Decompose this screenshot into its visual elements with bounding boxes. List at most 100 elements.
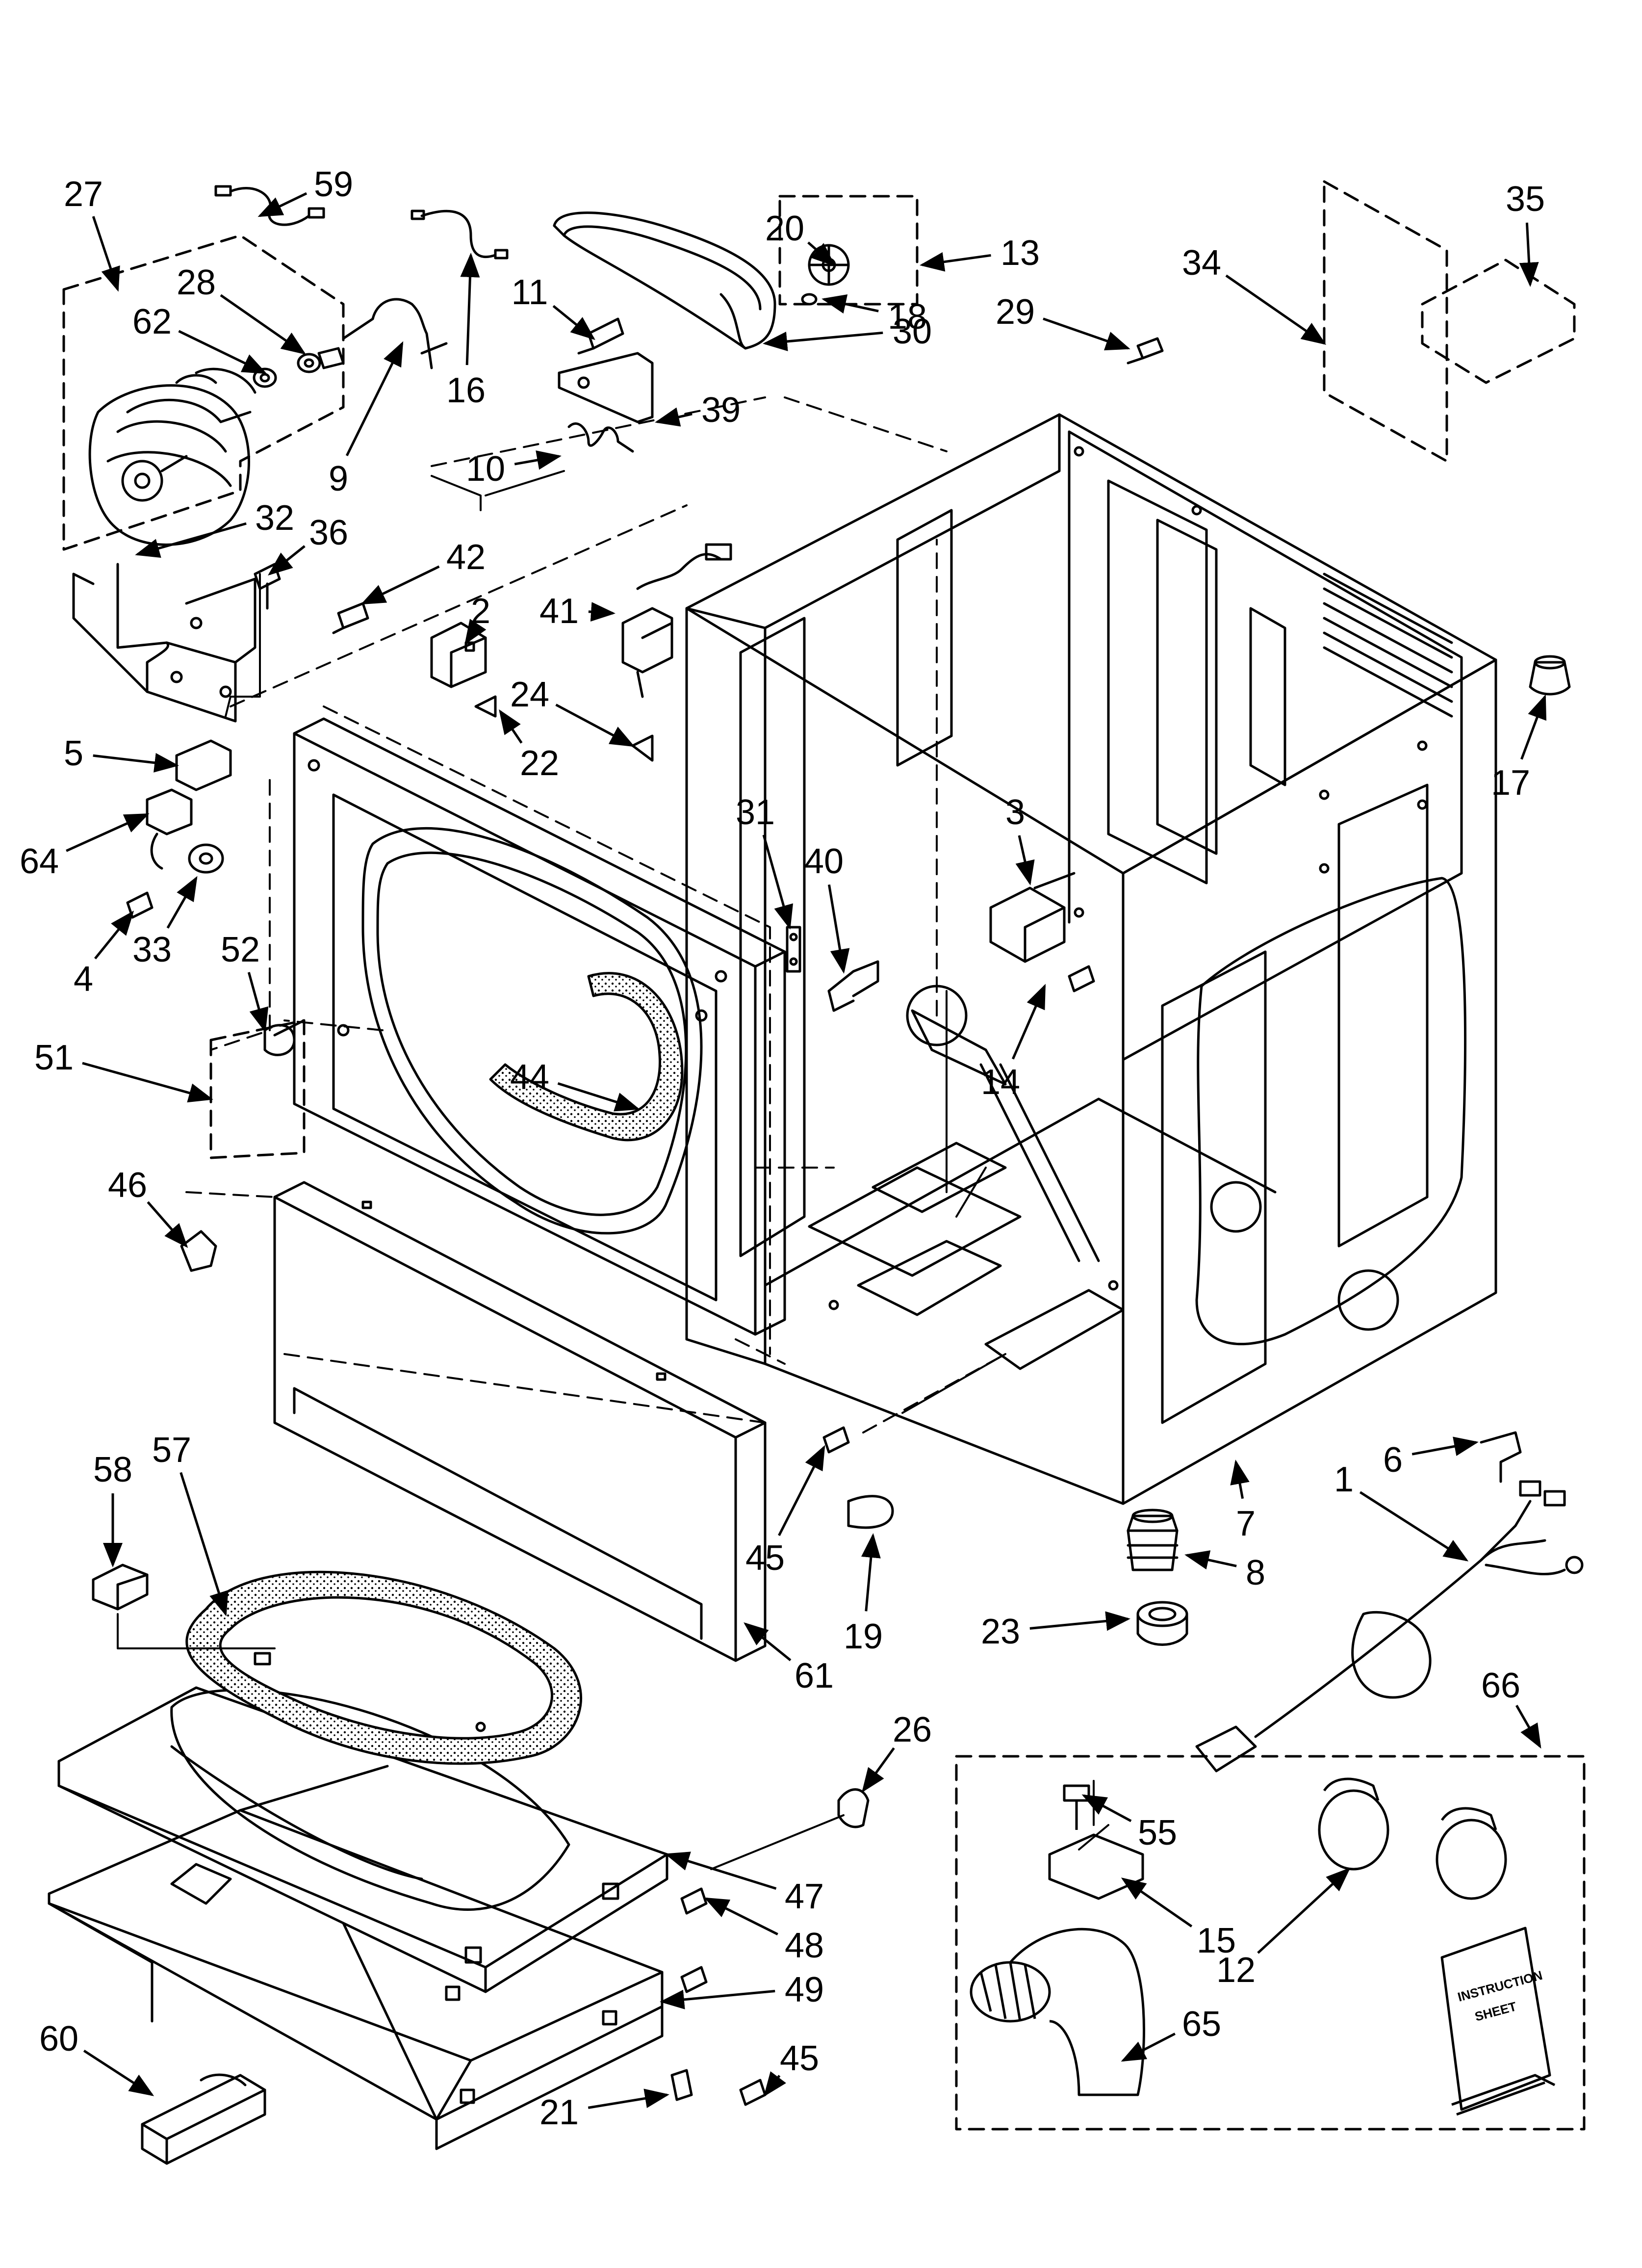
callout-number: 19 <box>844 1617 883 1656</box>
callout-number: 49 <box>785 1970 824 2009</box>
door-switch-part <box>991 873 1074 962</box>
callout-number: 15 <box>1197 1921 1236 1960</box>
callout-number: 22 <box>520 744 559 783</box>
power-cord-part <box>1197 1482 1582 1771</box>
cap-part <box>1530 656 1569 694</box>
vent-elbow-part <box>971 1929 1144 2095</box>
foot-cup-part <box>1138 1602 1187 1645</box>
callout-number: 62 <box>132 302 172 341</box>
callout-number: 57 <box>152 1431 191 1470</box>
callout-arrow <box>827 884 850 974</box>
callout-arrow <box>1520 694 1547 760</box>
callout-arrow <box>1121 2033 1176 2062</box>
callout-number: 17 <box>1491 763 1530 803</box>
instruction-sheet-label: SHEET <box>1473 1999 1518 2024</box>
callout-number: 32 <box>255 498 294 538</box>
callout-arrow <box>920 252 991 272</box>
callout-arrow <box>1515 1704 1541 1749</box>
base-part <box>59 1688 667 1992</box>
callout-arrow <box>92 216 120 292</box>
callout-arrow <box>257 192 308 217</box>
callout-number: 33 <box>132 930 172 969</box>
callout-number: 64 <box>20 842 59 881</box>
screw-part <box>128 339 1162 2105</box>
callout-number: 2 <box>471 592 490 631</box>
callout-number: 23 <box>981 1612 1020 1651</box>
callout-number: 1 <box>1334 1460 1354 1499</box>
callout-arrow <box>360 565 440 605</box>
spring-part <box>569 423 633 451</box>
callout-arrow <box>1043 317 1130 351</box>
callout-number: 18 <box>888 297 927 337</box>
instruction-sheet-label: INSTRUCTION <box>1456 1968 1544 2005</box>
callout-number: 35 <box>1506 180 1545 219</box>
callout-number: 7 <box>1236 1504 1256 1543</box>
strip-part <box>787 927 800 971</box>
callout-number: 5 <box>64 734 83 773</box>
callout-arrow <box>178 330 267 374</box>
callout-number: 42 <box>446 538 486 577</box>
base-frame-part <box>49 1766 662 2149</box>
callout-number: 45 <box>780 2039 819 2078</box>
callout-number: 59 <box>314 165 353 204</box>
knob-set-box <box>1422 260 1574 383</box>
callout-arrow <box>268 545 306 576</box>
callout-number: 45 <box>745 1538 785 1578</box>
callout-arrow <box>1015 835 1035 886</box>
callout-arrow <box>464 619 487 645</box>
callout-arrow <box>1257 1867 1351 1954</box>
seal-ring-part <box>187 1572 581 1764</box>
callout-number: 9 <box>329 459 348 498</box>
leveling-leg-part <box>142 2075 265 2164</box>
callout-arrow <box>665 1851 777 1890</box>
callout-arrow <box>660 1989 775 2009</box>
callout-arrow <box>94 911 134 960</box>
wire-harness-part <box>216 186 324 225</box>
callout-arrow <box>588 602 616 622</box>
instruction-sheet-part <box>1442 1928 1555 2114</box>
callout-arrow <box>93 753 179 773</box>
callout-number: 3 <box>1005 793 1025 832</box>
callout-number: 66 <box>1481 1666 1520 1705</box>
callout-arrow <box>821 294 879 314</box>
wire-clip-part <box>829 962 878 1011</box>
callout-arrow <box>1359 1491 1469 1562</box>
callout-number: 34 <box>1182 243 1221 283</box>
callout-number: 46 <box>108 1166 147 1205</box>
hinge-clip-part <box>839 1790 868 1827</box>
callout-arrow <box>778 1445 825 1537</box>
callout-arrow <box>764 2071 786 2097</box>
bracket-part <box>432 623 486 687</box>
callout-number: 44 <box>510 1058 549 1097</box>
callout-number: 51 <box>34 1038 74 1077</box>
callout-number: 24 <box>510 675 549 714</box>
callout-arrow <box>744 1622 792 1662</box>
callout-arrow <box>66 813 150 852</box>
callout-number: 14 <box>981 1063 1020 1102</box>
cable-clip-part <box>848 1496 893 1528</box>
callout-number: 16 <box>446 371 486 410</box>
callout-number: 60 <box>39 2019 78 2059</box>
cord-clip-part <box>1481 1433 1520 1482</box>
callout-number: 36 <box>309 513 348 552</box>
callout-number: 47 <box>785 1877 824 1916</box>
motor-mount-part <box>74 564 255 721</box>
callout-number: 39 <box>701 391 741 430</box>
callout-arrow <box>1225 274 1327 345</box>
callout-arrow <box>1230 1460 1250 1499</box>
hinge-washer-part <box>189 845 223 872</box>
callout-arrow <box>514 450 562 470</box>
leveling-foot-part <box>1128 1510 1177 1570</box>
callout-arrow <box>655 407 693 427</box>
washer-part <box>254 348 343 387</box>
callout-arrow <box>247 972 269 1033</box>
leader-lines <box>118 471 1108 1869</box>
callout-arrow <box>147 1201 188 1248</box>
cabinet-part <box>687 415 1496 1504</box>
callout-number: 26 <box>893 1710 932 1749</box>
mount-strap-part <box>343 299 446 368</box>
motor-wire-part <box>412 211 507 258</box>
motor-part <box>90 369 255 545</box>
